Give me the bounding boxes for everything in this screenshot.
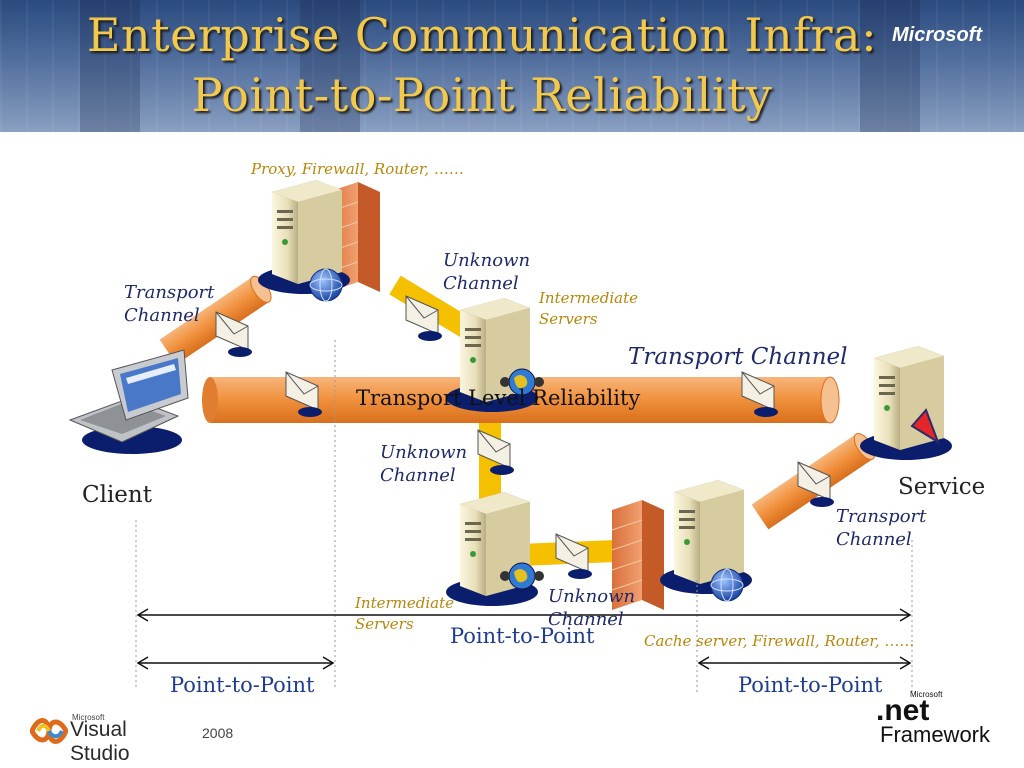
net-framework-text: Framework	[880, 722, 991, 747]
microsoft-logo: Microsoft	[892, 24, 982, 46]
client-laptop	[68, 349, 189, 454]
net-microsoft-text: Microsoft	[910, 690, 943, 699]
transport-channel-right-label: Transport Channel	[836, 506, 927, 550]
service-label: Service	[898, 474, 986, 500]
proxy-label: Proxy, Firewall, Router, ……	[251, 160, 464, 178]
transport-channel-left-label: Transport Channel	[124, 282, 215, 326]
segment-guides	[135, 340, 913, 695]
unknown-channel-mid-label: Unknown Channel	[380, 442, 468, 486]
client-label: Client	[82, 482, 152, 508]
vs-name-text: Visual Studio	[70, 718, 130, 765]
intermediate-servers-top-label: Intermediate Servers	[539, 289, 639, 328]
slide-title-line2: Point-to-Point Reliability	[191, 68, 773, 122]
intermediate-servers-bottom-label: Intermediate Servers	[355, 594, 455, 633]
intermediate-server-bottom	[446, 492, 545, 606]
vs-microsoft-text: Microsoft	[72, 713, 105, 722]
net-name-text: .net	[876, 694, 930, 727]
client-transport-pipe	[159, 275, 272, 365]
visual-studio-icon	[30, 718, 68, 744]
slide-title-line1: Enterprise Communication Infra:	[86, 8, 878, 62]
unknown-channel-bottom-label: Unknown Channel	[548, 586, 636, 630]
service-server	[860, 346, 952, 460]
unknown-channel-top-label: Unknown Channel	[443, 250, 531, 294]
cache-server-label: Cache server, Firewall, Router, ……	[644, 632, 915, 650]
slide-header: Enterprise Communication Infra: Point-to…	[0, 0, 1024, 132]
transport-channel-main-label: Transport Channel	[628, 344, 848, 370]
point-to-point-left-label: Point-to-Point	[170, 673, 315, 697]
point-to-point-arrows	[136, 608, 912, 670]
message-envelope	[555, 533, 593, 580]
vs-year-text: 2008	[202, 725, 234, 741]
point-to-point-right-label: Point-to-Point	[738, 673, 883, 697]
proxy-server	[258, 180, 381, 302]
point-to-point-center-label: Point-to-Point	[450, 624, 595, 648]
reliability-label: Transport Level Reliability	[356, 386, 641, 410]
